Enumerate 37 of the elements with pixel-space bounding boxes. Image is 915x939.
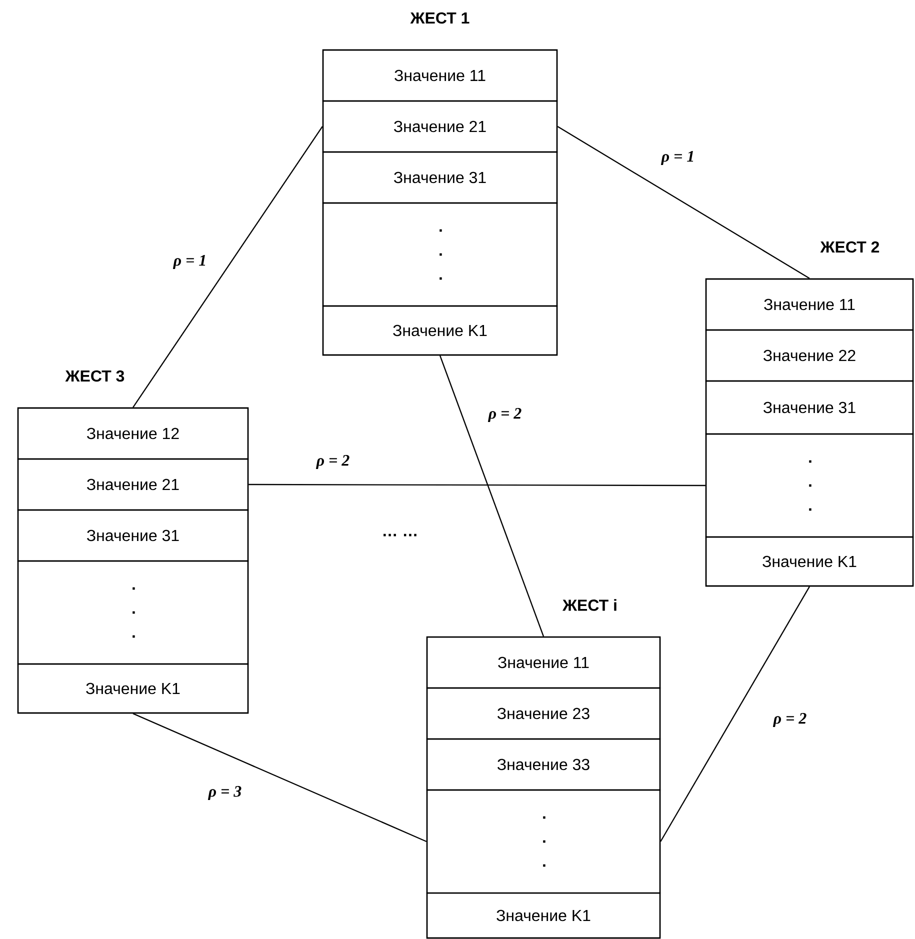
value-cell: Значение 11 — [426, 636, 661, 689]
node-label: ЖЕСТ 2 — [820, 241, 880, 253]
value-cell: Значение 11 — [322, 49, 558, 102]
value-cell: Значение K1 — [322, 305, 558, 356]
edge-label: ρ = 2 — [772, 712, 808, 728]
edge-label: ρ = 1 — [660, 150, 696, 166]
connector-line — [132, 713, 427, 842]
ellipsis-cell: . . . — [322, 202, 558, 307]
node-label: ЖЕСТ i — [562, 599, 616, 611]
ellipsis-cell: . . . — [426, 789, 661, 894]
node-label: ЖЕСТ 3 — [65, 370, 124, 382]
edge-label: ρ = 2 — [315, 454, 351, 470]
connector-line — [557, 126, 810, 279]
value-cell: Значение 31 — [17, 509, 249, 562]
connector-line — [248, 484, 706, 486]
node-label: ЖЕСТ 1 — [410, 12, 470, 24]
edge-label: ρ = 2 — [487, 407, 523, 423]
connector-line — [132, 126, 323, 408]
value-cell: Значение 31 — [705, 380, 914, 435]
value-cell: Значение 11 — [705, 278, 914, 331]
value-cell: Значение 12 — [17, 407, 249, 460]
value-cell: Значение 33 — [426, 738, 661, 791]
value-cell: Значение 23 — [426, 687, 661, 740]
connector-line — [439, 355, 544, 637]
value-cell: Значение K1 — [17, 663, 249, 714]
ellipsis-label: … … — [384, 534, 416, 536]
ellipsis-cell: . . . — [705, 433, 914, 538]
value-cell: Значение 21 — [17, 458, 249, 511]
connector-line — [660, 586, 810, 842]
value-cell: Значение K1 — [426, 892, 661, 939]
value-cell: Значение 22 — [705, 329, 914, 382]
value-cell: Значение 21 — [322, 100, 558, 153]
edge-label: ρ = 3 — [207, 785, 243, 801]
value-cell: Значение K1 — [705, 536, 914, 587]
ellipsis-cell: . . . — [17, 560, 249, 665]
edge-label: ρ = 1 — [172, 254, 208, 270]
value-cell: Значение 31 — [322, 151, 558, 204]
